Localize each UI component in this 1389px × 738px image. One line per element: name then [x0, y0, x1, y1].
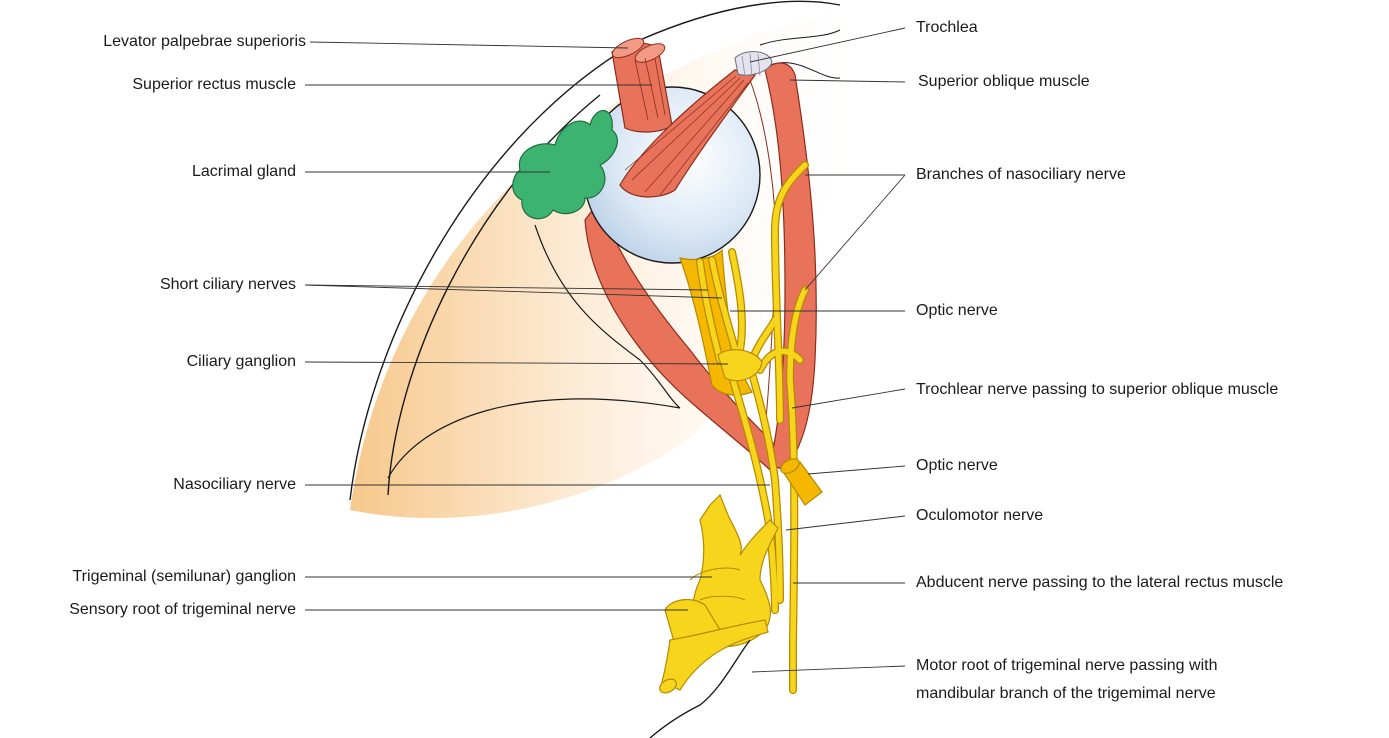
label-motor-root-line1: Motor root of trigeminal nerve passing w…: [916, 656, 1217, 676]
label-motor-root-line2: mandibular branch of the trigemimal nerv…: [916, 684, 1216, 704]
label-levator-palpebrae: Levator palpebrae superioris: [103, 32, 306, 52]
label-lacrimal-gland: Lacrimal gland: [192, 162, 296, 182]
label-abducent-nerve: Abducent nerve passing to the lateral re…: [916, 573, 1283, 593]
label-superior-oblique: Superior oblique muscle: [918, 72, 1090, 92]
label-optic-nerve-2: Optic nerve: [916, 456, 998, 476]
label-ciliary-ganglion: Ciliary ganglion: [187, 352, 296, 372]
label-superior-rectus: Superior rectus muscle: [132, 75, 296, 95]
label-optic-nerve-1: Optic nerve: [916, 301, 998, 321]
label-trigeminal-ganglion: Trigeminal (semilunar) ganglion: [73, 567, 297, 587]
optic-nerve-cut: [778, 456, 822, 505]
label-sensory-root: Sensory root of trigeminal nerve: [69, 600, 296, 620]
label-oculomotor-nerve: Oculomotor nerve: [916, 506, 1043, 526]
label-nasociliary-nerve: Nasociliary nerve: [173, 475, 296, 495]
label-trochlear-nerve: Trochlear nerve passing to superior obli…: [916, 380, 1278, 400]
label-trochlea: Trochlea: [916, 18, 978, 38]
label-branches-nasociliary: Branches of nasociliary nerve: [916, 165, 1126, 185]
label-short-ciliary-nerves: Short ciliary nerves: [160, 275, 296, 295]
